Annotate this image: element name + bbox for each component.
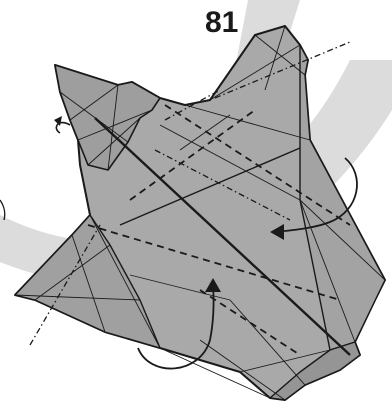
- step-number: 81: [205, 6, 255, 40]
- small-arrow-icon: [54, 116, 70, 133]
